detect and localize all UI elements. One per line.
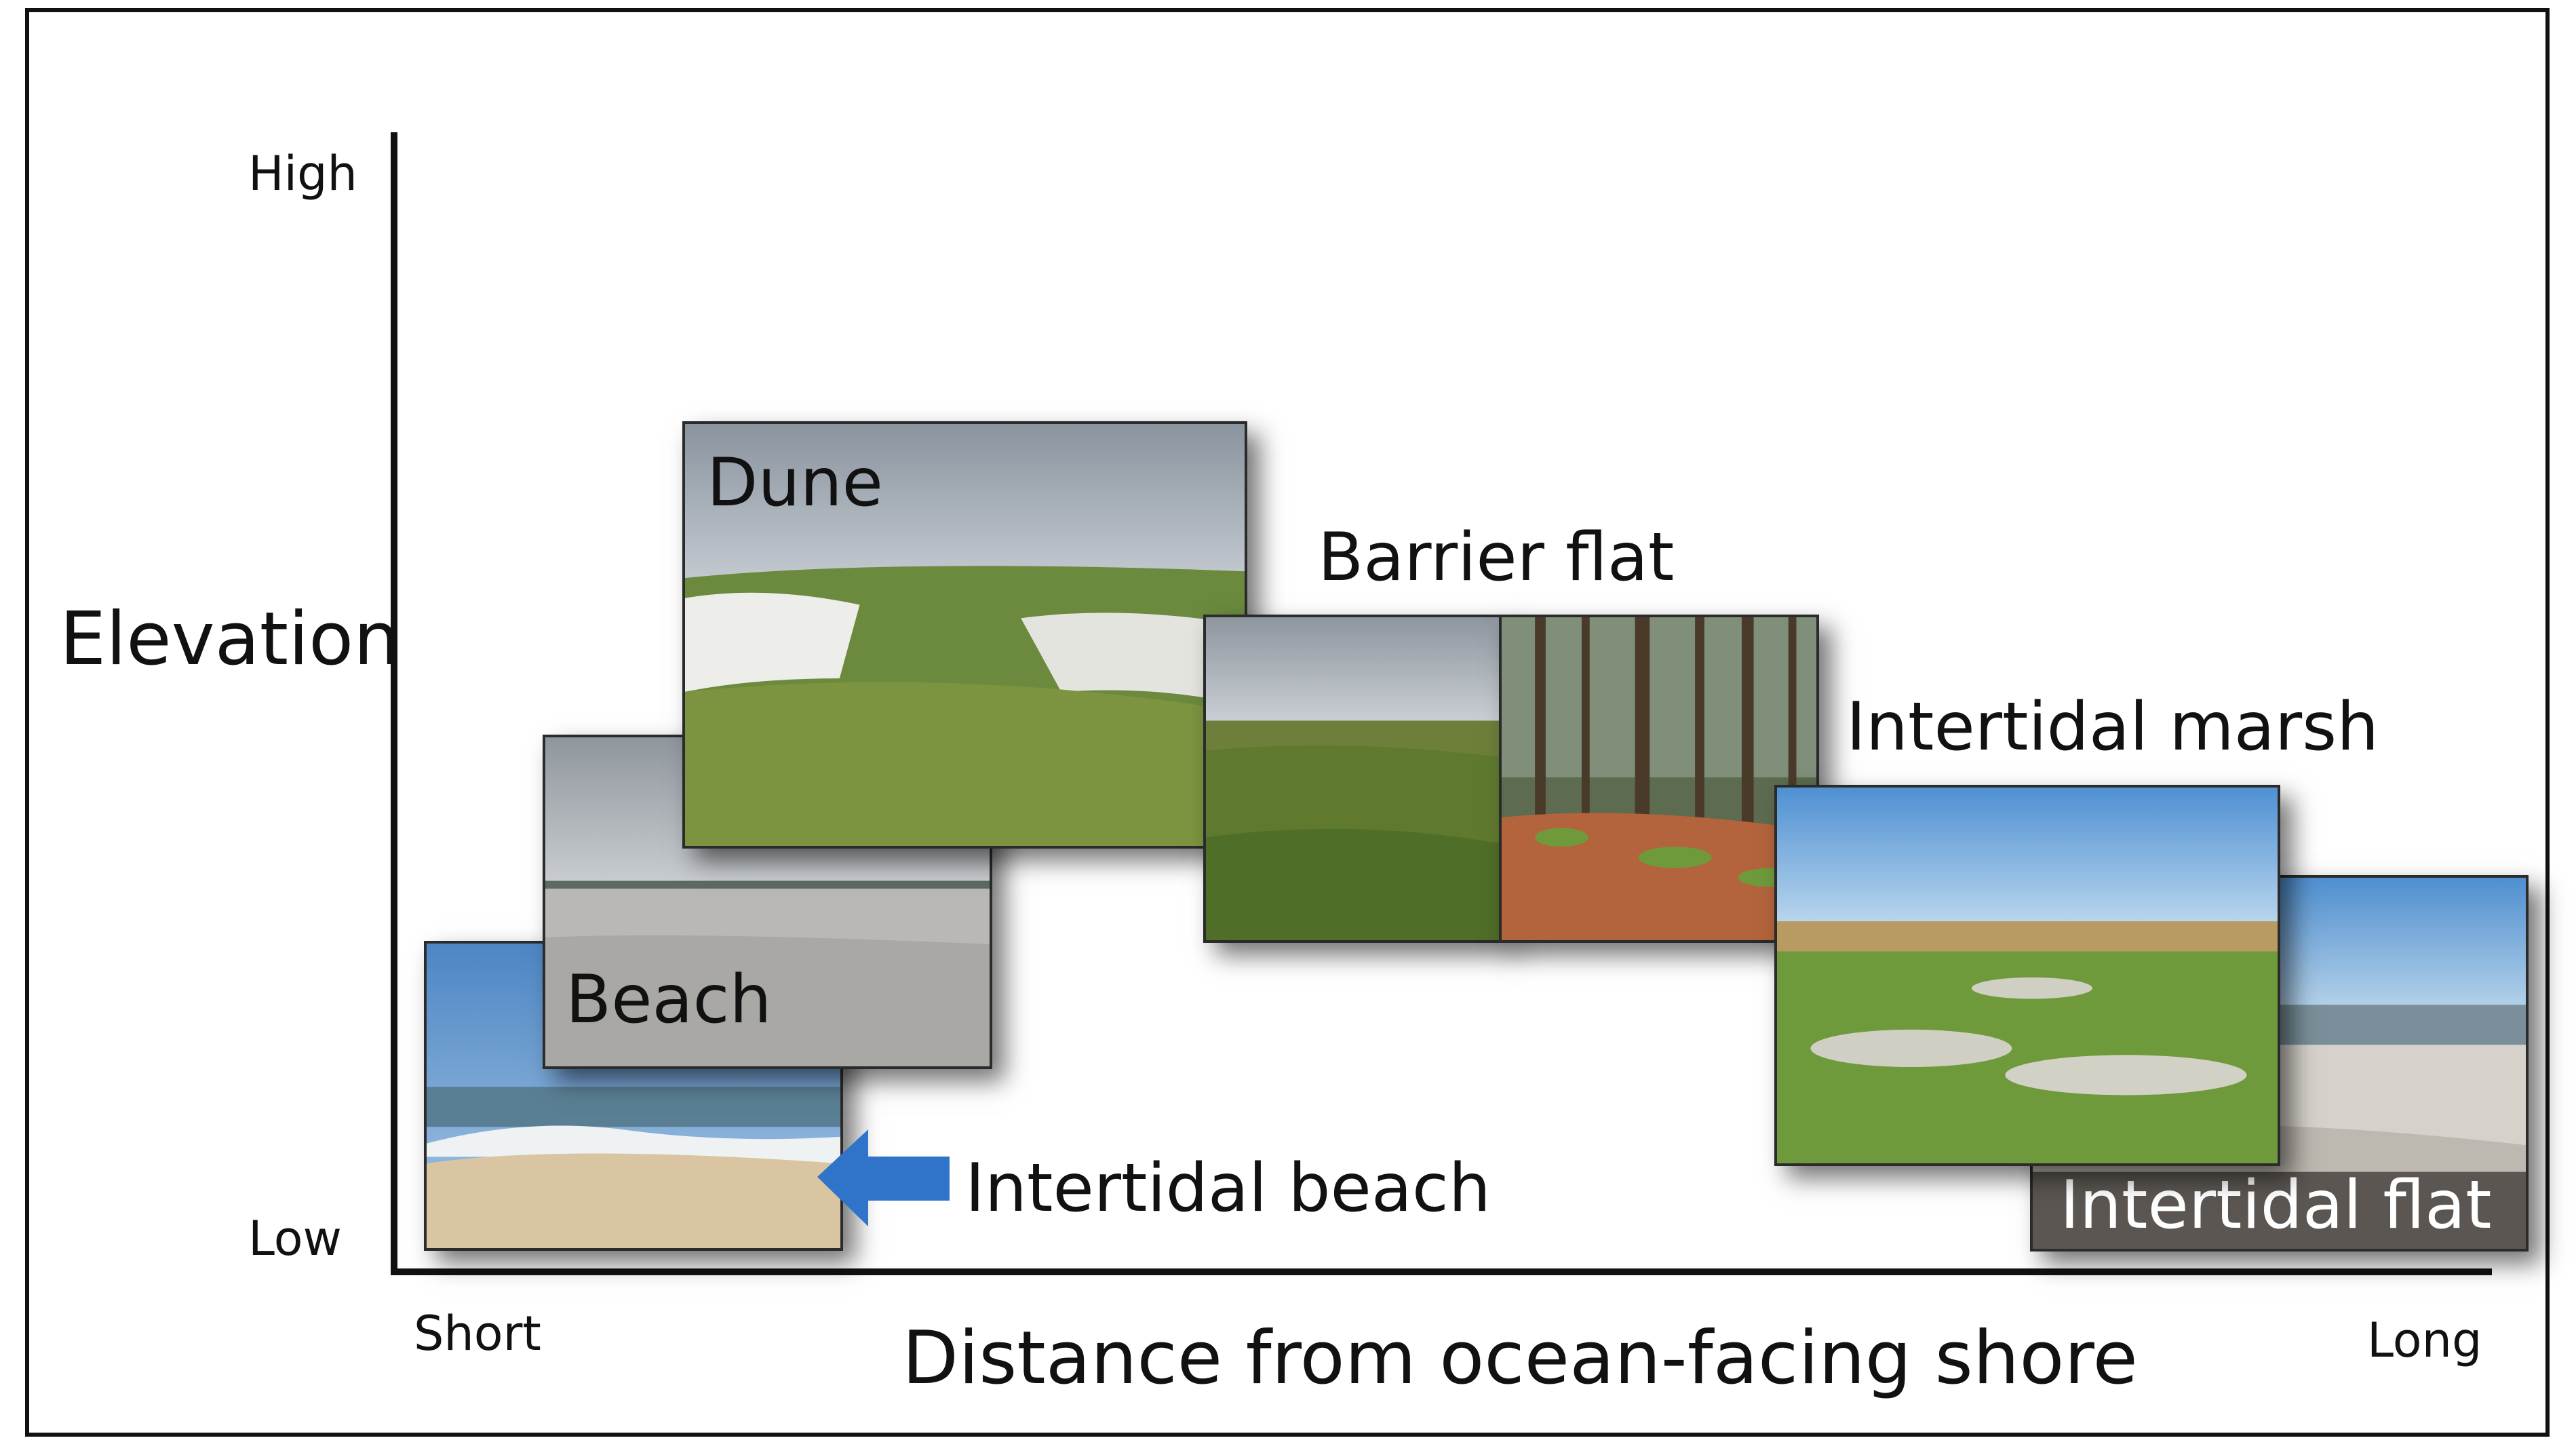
barrier-flat-forest-scene bbox=[1502, 617, 1816, 940]
zone-label-intertidal-marsh: Intertidal marsh bbox=[1846, 688, 2379, 766]
y-axis-line bbox=[391, 132, 397, 1275]
photo-barrier-flat-grass bbox=[1203, 615, 1506, 943]
zone-label-intertidal-flat: Intertidal flat bbox=[2060, 1167, 2492, 1244]
x-axis-line bbox=[391, 1268, 2492, 1275]
photo-dune: Dune bbox=[682, 421, 1247, 849]
y-low-label: Low bbox=[248, 1211, 342, 1266]
intertidal-marsh-scene bbox=[1777, 788, 2278, 1163]
photo-barrier-flat-forest bbox=[1499, 615, 1819, 943]
zone-label-barrier-flat: Barrier flat bbox=[1318, 519, 1675, 596]
arrow-left-icon bbox=[817, 1129, 950, 1226]
x-axis-title: Distance from ocean-facing shore bbox=[902, 1316, 2138, 1401]
barrier-flat-grass-scene bbox=[1206, 617, 1504, 940]
dune-scene bbox=[685, 424, 1245, 846]
zone-label-dune: Dune bbox=[707, 444, 883, 522]
y-axis-title: Elevation bbox=[60, 597, 400, 682]
zone-label-intertidal-beach: Intertidal beach bbox=[965, 1150, 1491, 1227]
x-long-label: Long bbox=[2367, 1313, 2482, 1368]
x-short-label: Short bbox=[414, 1306, 541, 1361]
figure-frame bbox=[25, 8, 2550, 1437]
zone-label-beach: Beach bbox=[566, 961, 772, 1039]
photo-intertidal-marsh bbox=[1774, 785, 2280, 1166]
y-high-label: High bbox=[248, 146, 357, 201]
